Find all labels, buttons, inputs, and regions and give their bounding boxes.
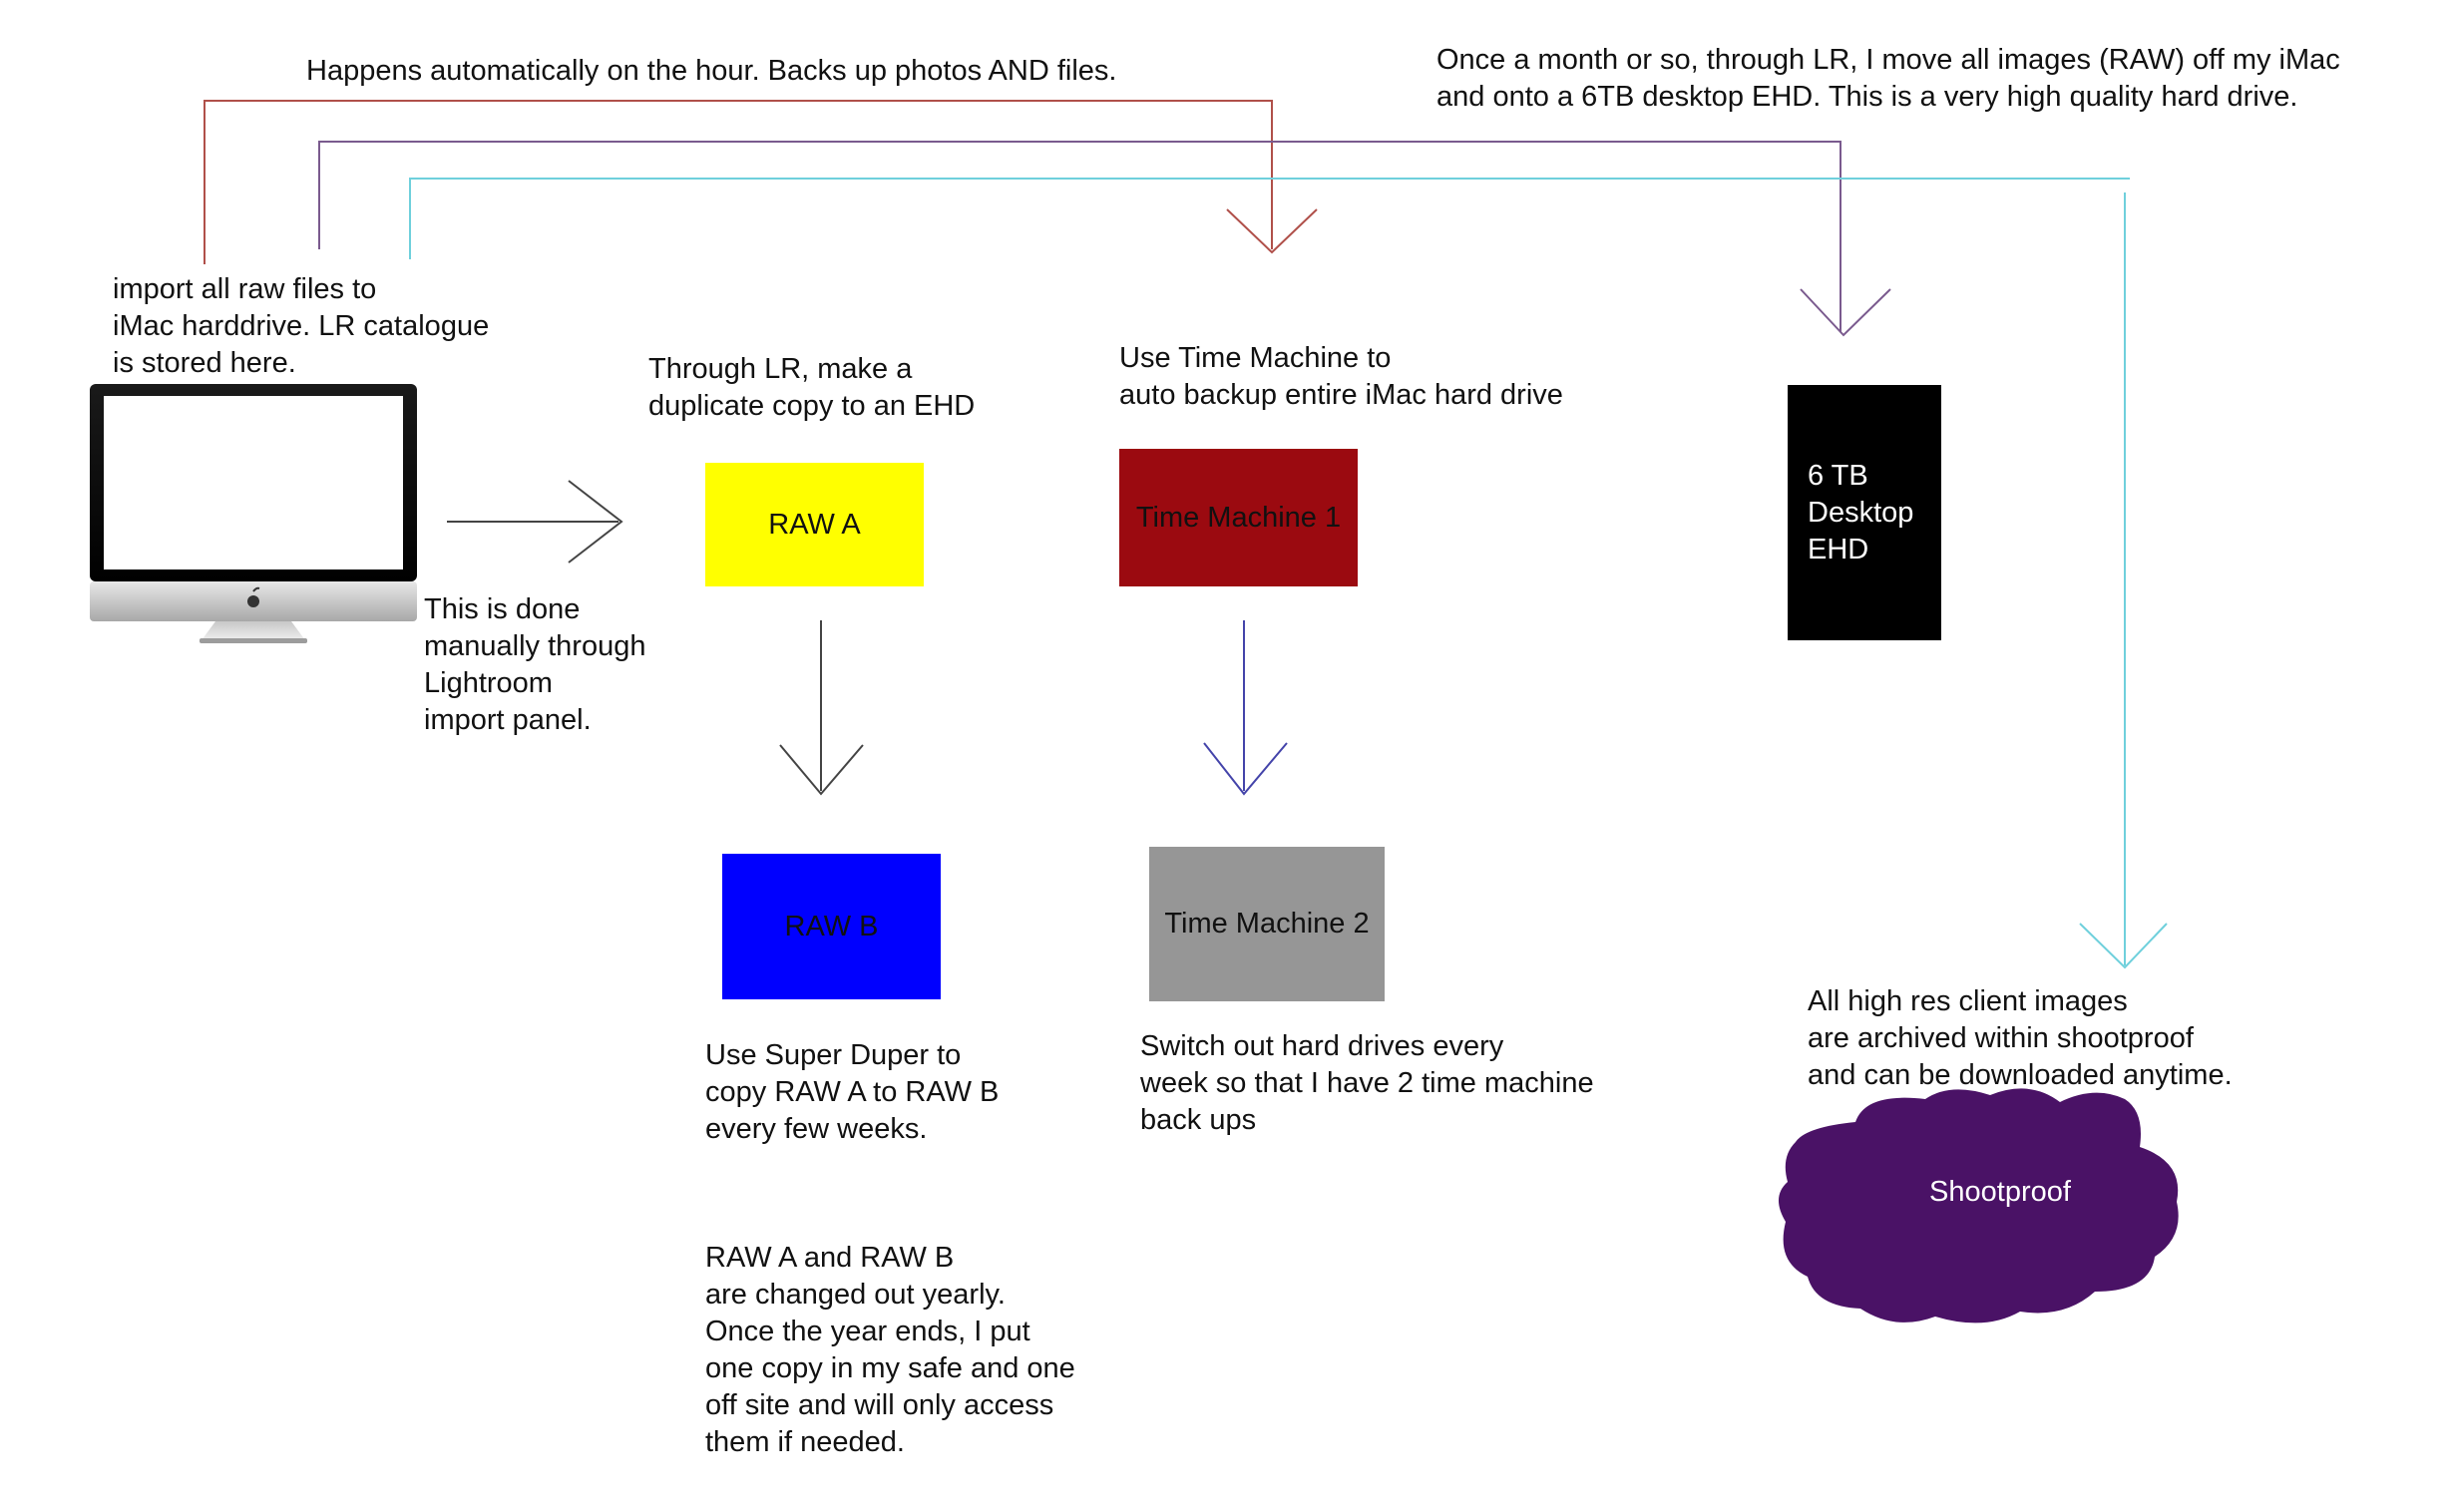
six-tb-desktop-ehd-label: 6 TB Desktop EHD <box>1808 459 1914 566</box>
time-machine-1-drive: Time Machine 1 <box>1119 449 1358 586</box>
monthly-arrowhead <box>1800 288 1891 337</box>
raw-a-label: RAW A <box>768 508 861 541</box>
time-machine-note: Use Time Machine to auto backup entire i… <box>1119 342 1563 411</box>
shootproof-arrowhead <box>2079 923 2168 969</box>
raw-b-label: RAW B <box>784 910 879 943</box>
tm-swap-arrowhead <box>1203 742 1288 796</box>
shootproof-connector-line <box>409 178 2130 259</box>
time-machine-1-label: Time Machine 1 <box>1135 501 1342 534</box>
yearly-rotation-note: RAW A and RAW B are changed out yearly. … <box>705 1242 1075 1458</box>
shootproof-cloud-icon <box>1778 1088 2179 1323</box>
time-machine-2-label: Time Machine 2 <box>1164 908 1370 940</box>
hourly-connector-line <box>204 100 1273 264</box>
drive-swap-note: Switch out hard drives every week so tha… <box>1140 1030 1594 1136</box>
six-tb-desktop-ehd: 6 TB Desktop EHD <box>1788 385 1941 640</box>
shootproof-label-wrap: Shootproof <box>1875 1162 2125 1222</box>
monthly-connector-line <box>318 141 1841 332</box>
duplicate-copy-note: Through LR, make a duplicate copy to an … <box>648 353 976 422</box>
import-arrowhead <box>568 480 623 564</box>
monthly-move-note: Once a month or so, through LR, I move a… <box>1436 44 2340 113</box>
shootproof-label: Shootproof <box>1929 1175 2071 1208</box>
hourly-arrowhead <box>1226 208 1318 254</box>
manual-import-note: This is done manually through Lightroom … <box>424 593 646 736</box>
raw-b-drive: RAW B <box>722 854 941 999</box>
apple-logo-icon <box>247 586 260 607</box>
raw-copy-arrowhead <box>779 744 864 796</box>
raw-a-drive: RAW A <box>705 463 924 586</box>
imac-computer-icon <box>90 384 417 643</box>
shootproof-archive-note: All high res client images are archived … <box>1808 985 2233 1091</box>
import-note: import all raw files to iMac harddrive. … <box>113 273 490 379</box>
time-machine-2-drive: Time Machine 2 <box>1149 847 1385 1001</box>
super-duper-note: Use Super Duper to copy RAW A to RAW B e… <box>705 1039 1000 1145</box>
hourly-backup-note: Happens automatically on the hour. Backs… <box>306 55 1117 87</box>
